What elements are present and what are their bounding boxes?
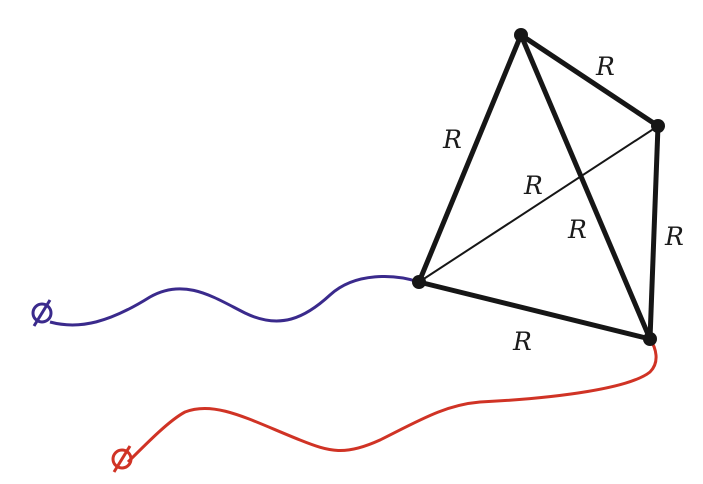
- node-d: [643, 332, 657, 346]
- red-wavy-line: [126, 338, 658, 464]
- label-edge-b-d: R: [664, 222, 684, 251]
- purple-endpoint-null-symbol: [31, 299, 53, 327]
- node-c: [412, 275, 426, 289]
- purple-wavy-line: [49, 274, 420, 327]
- label-edge-a-d: R: [567, 215, 587, 244]
- node-a: [514, 28, 528, 42]
- label-edge-c-b: R: [523, 171, 543, 200]
- edge-a-c: [416, 34, 524, 283]
- edge-c-d: [418, 279, 651, 342]
- node-b: [651, 119, 665, 133]
- label-edge-a-b: R: [595, 52, 615, 81]
- edge-b-d: [647, 125, 661, 340]
- label-edge-c-d: R: [512, 327, 532, 356]
- edge-a-d: [518, 34, 653, 340]
- label-edge-a-c: R: [442, 125, 462, 154]
- edge-a-b: [519, 32, 660, 129]
- red-endpoint-null-symbol: [111, 445, 133, 473]
- edge-c-b: [418, 125, 659, 283]
